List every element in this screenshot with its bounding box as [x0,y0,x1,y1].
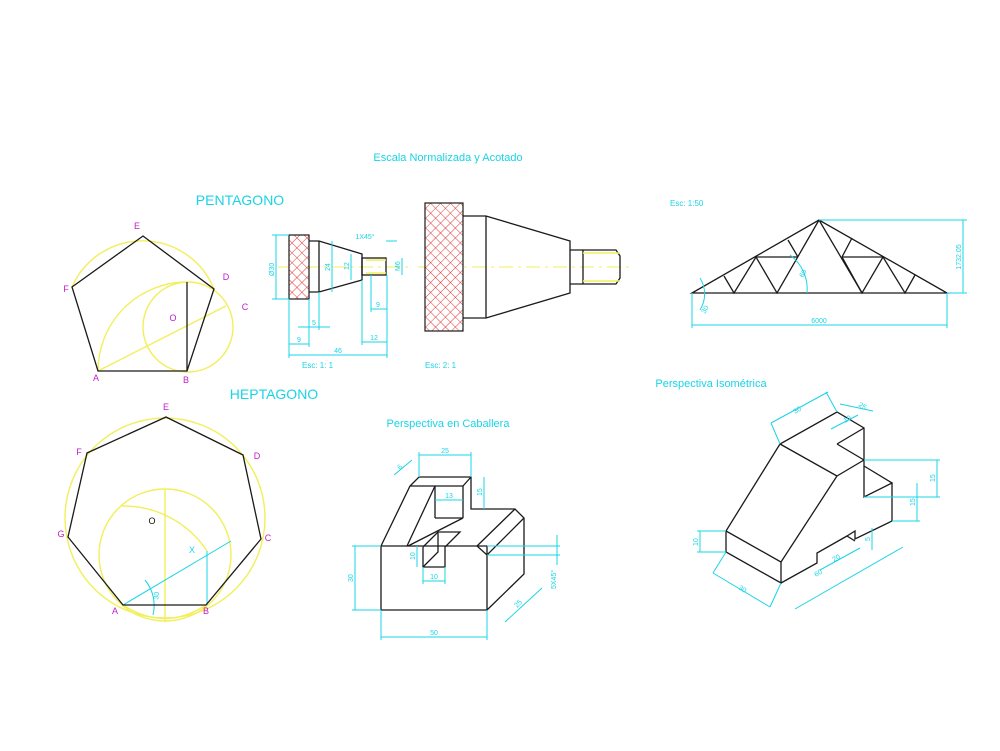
angle-label: 30 [153,591,161,600]
dim-60: 60 [814,569,824,579]
dim-height: 1732.05 [956,244,963,269]
dim-9b: 9 [297,337,301,344]
dim-12: 12 [344,262,351,270]
knurled-grip [424,202,464,332]
dim-10-top: 10 [843,415,853,425]
dim-chamfer: 5X45° [550,570,558,589]
point-label-c: C [242,302,249,312]
dim-10-left: 10 [693,538,700,546]
dim-span: 6000 [811,318,827,325]
dim-m6: M6 [395,261,402,271]
scale-label-2-1: Esc: 2: 1 [425,361,457,370]
angle-60: 60 [799,269,809,279]
knurled-grip [288,234,310,300]
dim-30-bottom: 30 [737,585,747,595]
dim-50: 50 [430,630,438,637]
angle-30: 30 [701,305,711,315]
dim-chamfer: 1X45° [355,233,374,241]
point-label-f: F [63,284,69,294]
dim-20: 20 [832,554,842,564]
dim-25-depth: 25 [513,599,524,610]
title-escala: Escala Normalizada y Acotado [373,152,522,164]
point-label-d: D [254,451,261,461]
dim-25-top: 25 [441,448,449,455]
point-label-e: E [163,402,169,412]
dim-d30: Ø30 [269,263,276,276]
scale-label-1-50: Esc: 1:50 [670,199,704,208]
dim-5: 5 [312,320,316,327]
dim-13: 13 [445,493,453,500]
point-label-b: B [183,375,189,385]
dim-24: 24 [325,263,332,271]
dim-30-top: 30 [793,406,803,416]
dim-30: 30 [348,574,355,582]
dim-15-lower: 15 [910,498,917,506]
dim-10-vertical: 10 [410,552,417,560]
roof-truss: 6000 1732.05 30 60 Esc: 1:50 [670,199,967,328]
dim-10-horizontal: 10 [430,574,438,581]
point-label-a: A [112,606,118,616]
title-isometrica: Perspectiva Isométrica [655,378,767,390]
dim-12-length: 12 [370,335,378,342]
pentagon-construction: E F D C O A B [63,221,249,385]
point-label-d: D [223,272,230,282]
dim-25: 25 [857,402,867,412]
point-label-c: C [265,533,272,543]
shaft-scale-2-1: Esc: 2: 1 [418,202,632,370]
dim-46: 46 [334,348,342,355]
heptagon-construction: 30 E F D G C O X A B [57,402,272,622]
point-label-f: F [76,447,82,457]
point-label-e: E [134,221,140,231]
scale-label-1-1: Esc: 1: 1 [302,361,334,370]
point-label-o: O [148,516,155,526]
shaft-scale-1-1: Ø30 24 12 M6 1X45° 9 5 9 12 46 Esc: 1: 1 [269,233,410,370]
dim-15: 15 [477,488,484,496]
dim-15-upper: 15 [930,474,937,482]
dim-5: 5 [865,537,872,541]
title-heptagono: HEPTAGONO [230,386,319,402]
point-label-a: A [93,373,99,383]
point-label-b: B [203,606,209,616]
point-label-g: G [57,529,64,539]
cavalier-perspective: 25 6 15 13 10 10 30 50 25 5X45° [348,448,560,640]
isometric-perspective: 30 25 10 15 15 10 30 60 20 5 [693,391,940,610]
point-label-x: X [189,545,195,555]
dim-6: 6 [396,464,404,472]
dim-9a: 9 [376,302,380,309]
point-label-o: O [169,313,176,323]
title-caballera: Perspectiva en Caballera [387,418,511,430]
title-pentagono: PENTAGONO [196,192,285,208]
